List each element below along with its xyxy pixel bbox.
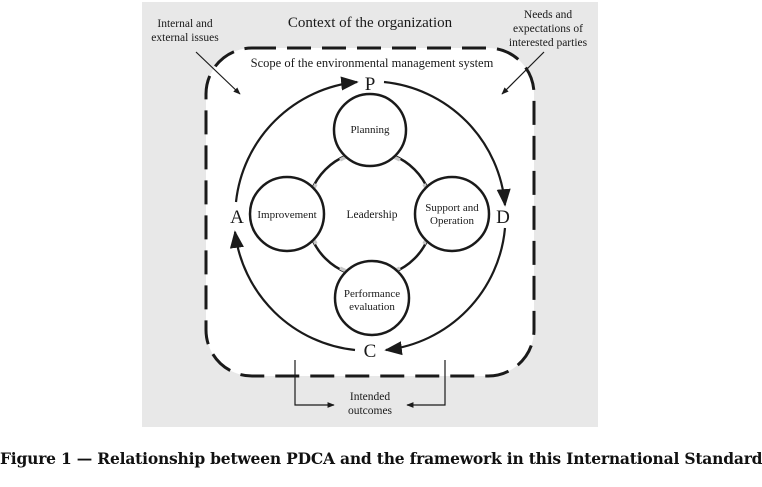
outcomes-arrow-left [294, 360, 335, 408]
planning-label: Planning [350, 124, 390, 136]
outcomes-line2: outcomes [348, 405, 393, 417]
figure-caption: Figure 1 — Relationship between PDCA and… [0, 449, 762, 468]
improvement-label: Improvement [257, 209, 316, 221]
planning-circle [332, 92, 408, 168]
arc-p-to-d [383, 80, 511, 207]
pdca-diagram: Context of the organization Internal and… [142, 2, 598, 427]
arc-d-to-c [384, 227, 507, 356]
letter-p: P [365, 74, 376, 95]
internal-issues-line2: external issues [151, 32, 219, 44]
performance-label-line1: Performance [344, 288, 400, 300]
context-title: Context of the organization [288, 15, 453, 31]
support-operation-circle [413, 175, 491, 253]
leadership-label: Leadership [346, 209, 397, 221]
support-label-line2: Operation [430, 215, 474, 227]
performance-evaluation-circle [333, 259, 411, 337]
needs-line1: Needs and [524, 9, 572, 21]
outcomes-line1: Intended [350, 391, 390, 403]
letter-d: D [496, 207, 510, 228]
letter-a: A [230, 207, 244, 228]
support-label-line1: Support and [425, 202, 479, 214]
internal-issues-arrow [195, 51, 241, 95]
letter-c: C [364, 341, 377, 362]
needs-line2: expectations of [513, 23, 583, 35]
scope-label: Scope of the environmental management sy… [251, 56, 494, 70]
needs-arrow [501, 51, 545, 95]
internal-issues-line1: Internal and [157, 18, 212, 30]
arc-a-to-p [234, 76, 359, 203]
arc-c-to-a [229, 230, 356, 352]
needs-line3: interested parties [509, 37, 588, 49]
outcomes-arrow-right [406, 360, 446, 408]
performance-label-line2: evaluation [349, 301, 395, 313]
improvement-circle [248, 175, 326, 253]
